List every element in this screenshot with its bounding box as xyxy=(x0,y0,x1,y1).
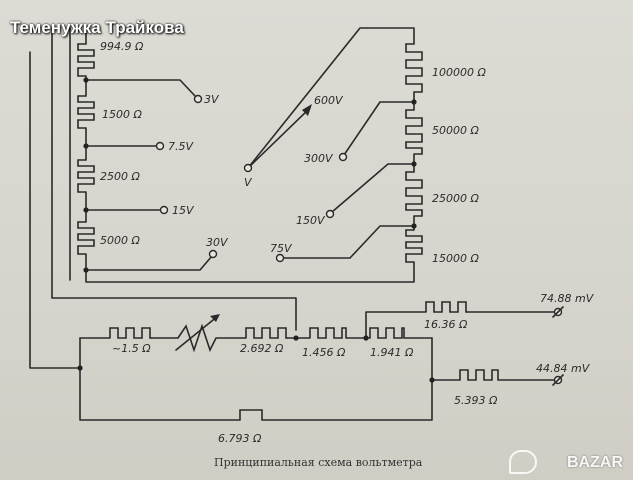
label-994-9: 994.9 Ω xyxy=(100,40,144,53)
ground-slash-icon xyxy=(552,306,564,318)
terminal-75v xyxy=(275,253,285,263)
watermark-logo: BAZAR xyxy=(567,454,623,471)
label-5000: 5000 Ω xyxy=(100,234,140,247)
label-1500: 1500 Ω xyxy=(102,108,142,121)
resistor-1-456 xyxy=(309,327,347,339)
terminal-30v xyxy=(208,249,218,259)
label-16-36: 16.36 Ω xyxy=(424,318,468,331)
resistor-5-393 xyxy=(459,369,499,381)
label-30v: 30V xyxy=(206,236,229,249)
switch-arrow-icon xyxy=(302,104,312,116)
label-3v: 3V xyxy=(204,93,220,106)
resistor-16-36 xyxy=(425,301,468,313)
label-7-5v: 7.5V xyxy=(168,140,194,153)
terminal-7-5v xyxy=(155,141,165,151)
diagram-caption: Принципиальная схема вольтметра xyxy=(214,456,423,469)
resistor-25000 xyxy=(405,171,423,217)
label-1-5: ~1.5 Ω xyxy=(112,342,151,355)
terminals xyxy=(155,94,564,386)
label-150v: 150V xyxy=(296,214,326,227)
terminal-3v xyxy=(193,94,203,104)
left-chain-wiring xyxy=(29,27,415,369)
speech-bubble-icon xyxy=(509,450,537,474)
terminal-150v xyxy=(325,209,335,219)
label-100000: 100000 Ω xyxy=(432,66,486,79)
label-v: V xyxy=(244,176,253,189)
terminal-v xyxy=(243,163,253,173)
label-1-456: 1.456 Ω xyxy=(302,346,346,359)
terminal-15v xyxy=(159,205,169,215)
resistor-5000 xyxy=(77,221,95,255)
variable-resistor xyxy=(175,314,220,353)
terminal-300v xyxy=(338,152,348,162)
label-600v: 600V xyxy=(314,94,344,107)
label-5-393: 5.393 Ω xyxy=(454,394,498,407)
label-44-84mv: 44.84 mV xyxy=(536,362,591,375)
label-15000: 15000 Ω xyxy=(432,252,479,265)
label-74-88mv: 74.88 mV xyxy=(540,292,595,305)
label-50000: 50000 Ω xyxy=(432,124,479,137)
right-chain-wiring xyxy=(247,27,415,259)
label-300v: 300V xyxy=(304,152,334,165)
resistor-100000 xyxy=(405,43,423,93)
resistor-1500 xyxy=(77,95,95,129)
label-6-793: 6.793 Ω xyxy=(218,432,262,445)
label-2500: 2500 Ω xyxy=(100,170,140,183)
label-75v: 75V xyxy=(270,242,293,255)
resistor-6-793 xyxy=(239,409,263,420)
label-1-941: 1.941 Ω xyxy=(370,346,414,359)
resistor-15000 xyxy=(405,229,423,263)
seller-name-overlay: Теменужка Трайкова xyxy=(10,18,184,37)
shunt-network-wiring xyxy=(79,311,557,421)
label-25000: 25000 Ω xyxy=(432,192,479,205)
resistor-2500 xyxy=(77,159,95,193)
resistor-2-692 xyxy=(245,327,288,339)
junction-nodes xyxy=(77,77,435,383)
resistor-1-941 xyxy=(366,327,405,339)
label-15v: 15V xyxy=(172,204,195,217)
resistor-50000 xyxy=(405,109,423,155)
resistor-994-9 xyxy=(77,43,95,77)
label-2-692: 2.692 Ω xyxy=(240,342,284,355)
resistor-1-5 xyxy=(109,327,152,339)
ground-slash-icon-2 xyxy=(552,374,564,386)
diagram-labels: 994.9 Ω 1500 Ω 2500 Ω 5000 Ω 3V 7.5V 15V… xyxy=(100,40,595,469)
